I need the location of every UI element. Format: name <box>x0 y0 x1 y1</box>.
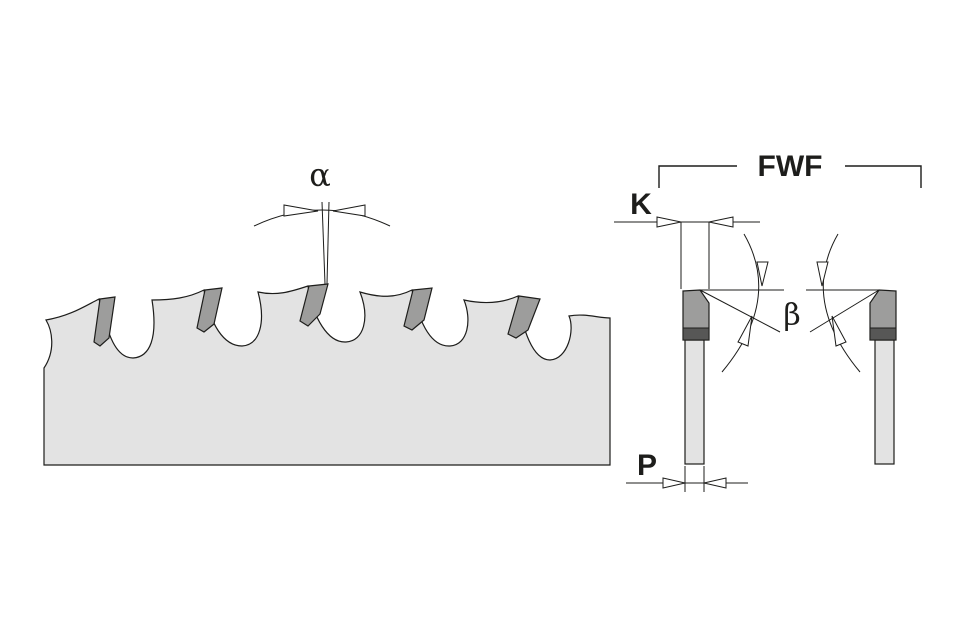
p-dimension <box>626 466 748 492</box>
tooth-profile-right <box>869 289 897 465</box>
blade-tooth-tip-1 <box>93 296 116 347</box>
k-arrow-right <box>708 216 734 228</box>
alpha-arrow-right <box>332 204 366 217</box>
beta-arrow-upper-right-profile <box>816 261 829 287</box>
beta-arrow-upper-left-profile <box>756 261 769 287</box>
alpha-angle-indicator <box>253 201 391 285</box>
beta-angle-left <box>699 233 784 373</box>
p-label: P <box>637 449 657 482</box>
p-arrow-left <box>662 477 686 489</box>
fwf-label: FWF <box>758 150 823 183</box>
tooth-profile-left <box>682 289 710 465</box>
alpha-label: α <box>309 156 331 194</box>
blade-tooth-tip-3 <box>299 283 329 327</box>
blade-tooth-tip-2 <box>196 287 223 333</box>
blade-tooth-tip-5 <box>507 295 541 339</box>
beta-angle-right <box>806 233 880 373</box>
beta-arrow-lower-left-profile <box>737 315 753 347</box>
blade-section-right <box>874 339 895 465</box>
beta-arrow-lower-right-profile <box>831 315 847 347</box>
beta-label: β <box>783 298 800 333</box>
p-arrow-right <box>703 477 727 489</box>
tip-base-right <box>869 327 897 341</box>
k-arrow-left <box>656 216 682 228</box>
k-label: K <box>630 188 652 221</box>
blade-section-left <box>684 339 705 465</box>
blade-tooth-tip-4 <box>403 287 433 331</box>
k-dimension <box>614 216 760 289</box>
alpha-arrow-left <box>283 204 319 217</box>
fwf-bracket <box>658 165 922 188</box>
tip-base-left <box>682 327 710 341</box>
